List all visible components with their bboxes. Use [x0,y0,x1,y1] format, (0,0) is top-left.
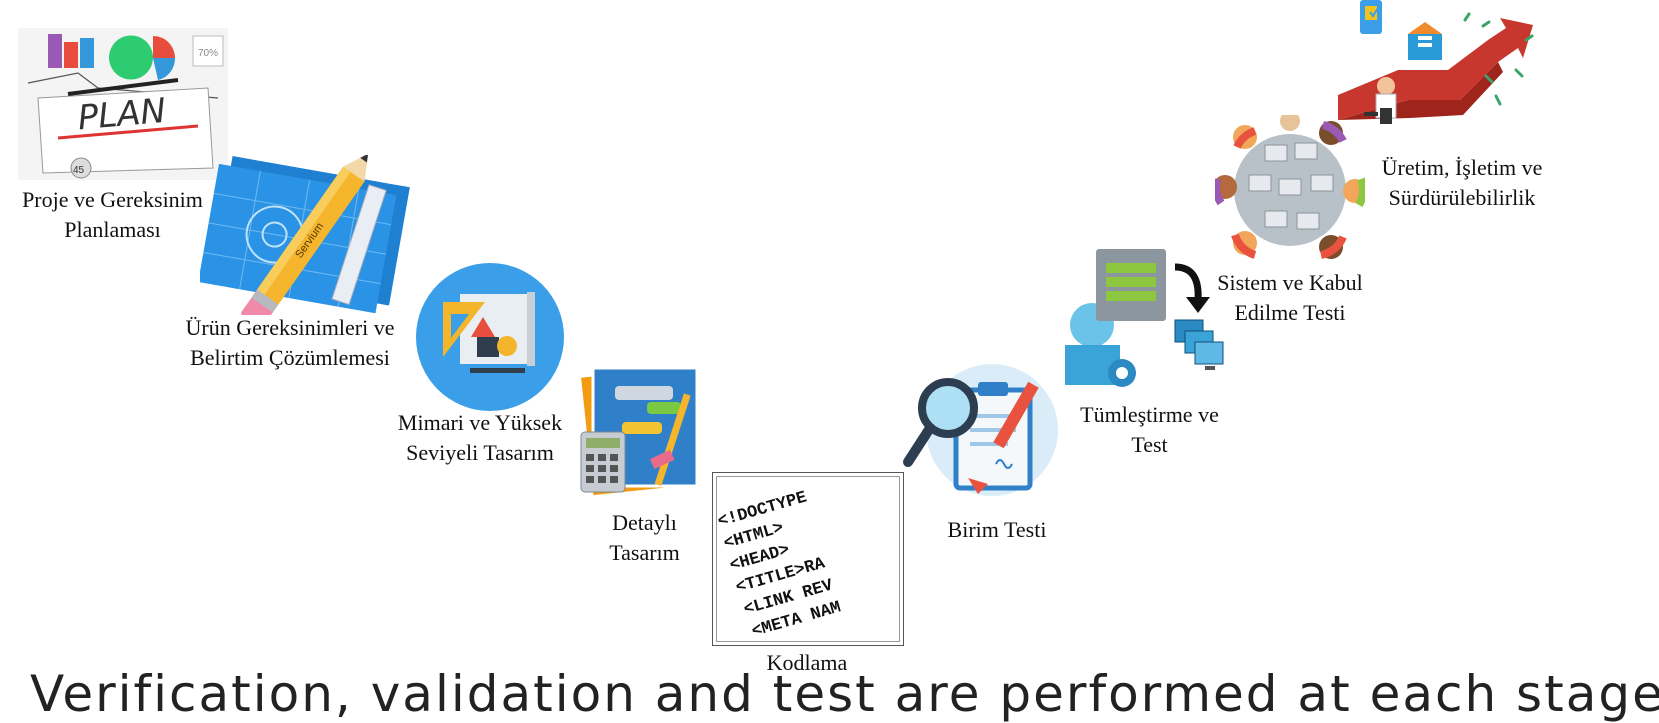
svg-text:45: 45 [73,165,85,176]
design-tools-icon [416,263,564,411]
code-listing-icon: <!DOCTYPE <HTML> <HEAD> <TITLE>RA <LINK … [712,472,904,646]
plan-icon: 70% PLAN 45 [18,28,228,180]
blueprint-pencil-icon: Servium [200,155,410,315]
integration-icon [1065,249,1224,387]
bottom-caption: Verification, validation and test are pe… [30,665,1659,723]
svg-text:70%: 70% [198,48,218,59]
growth-arrow-icon [1338,0,1534,124]
plan-word: PLAN [76,91,167,139]
magnifier-clipboard-icon [903,364,1058,496]
step-label-coding: Kodlama [766,650,848,675]
meeting-table-icon [1215,115,1365,259]
calculator-drawing-icon [580,366,699,496]
step-label-unit-test: Birim Testi [947,517,1047,542]
